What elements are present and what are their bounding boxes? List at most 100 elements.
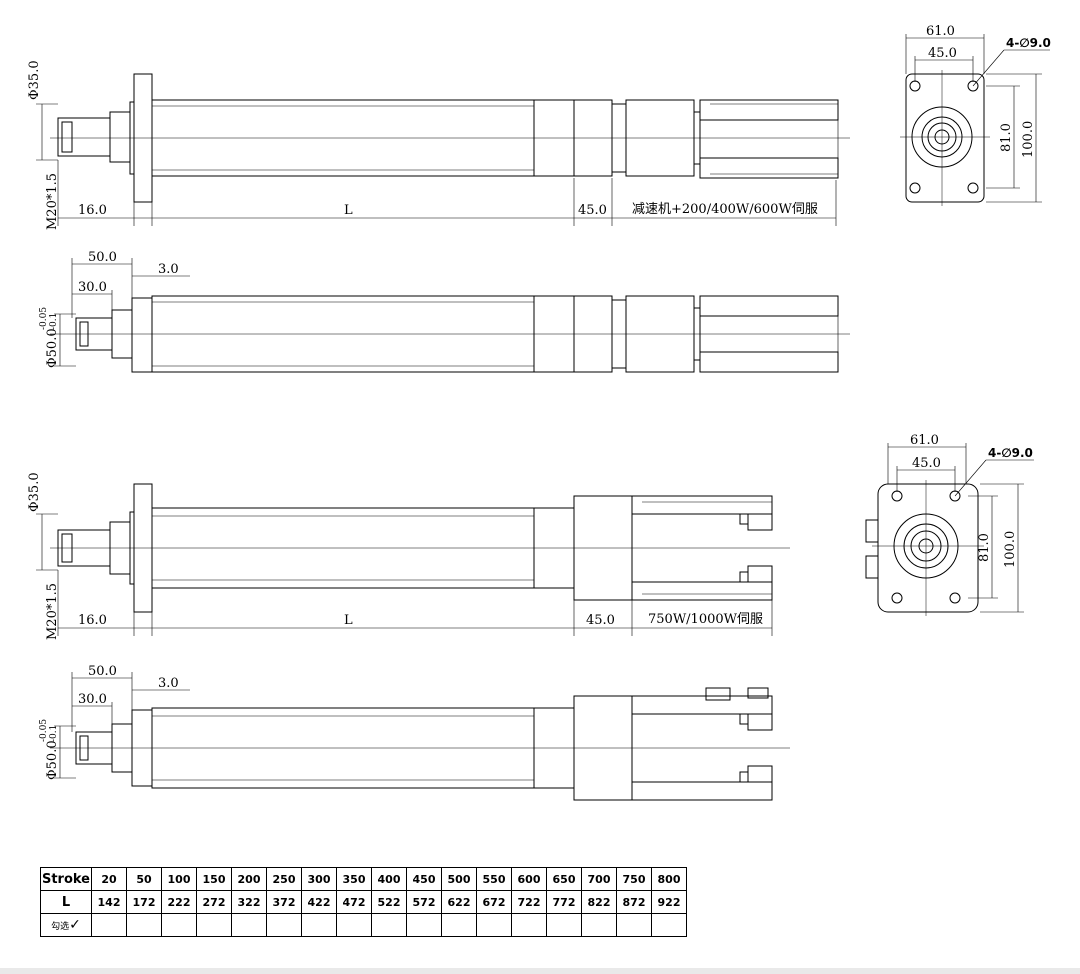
top-end-dim-81: 81.0: [999, 123, 1014, 152]
length-cell: 422: [301, 890, 337, 914]
select-checkbox-cell[interactable]: [91, 913, 127, 937]
bottom-end-view: 61.0 45.0 4-∅9.0 81.0 100.0: [865, 433, 1034, 616]
bottom-end-dim-81: 81.0: [977, 533, 992, 562]
top-plan-dim-3: 3.0: [158, 262, 179, 277]
select-label: 勾选: [51, 922, 70, 932]
table-row-select: 勾选✓: [40, 913, 687, 937]
bottom-plan-dim-50: 50.0: [88, 664, 117, 679]
stroke-cell: 750: [616, 867, 652, 891]
top-plan-dim-30: 30.0: [78, 280, 107, 295]
stroke-cell: 500: [441, 867, 477, 891]
bottom-end-dim-45: 45.0: [912, 456, 941, 471]
top-side-motor-note: 减速机+200/400W/600W伺服: [632, 202, 818, 217]
top-side-dim-16: 16.0: [78, 203, 107, 218]
top-plan-dia-50: Φ50.0: [45, 328, 60, 368]
top-plan-tol-upper: -0.05: [39, 307, 49, 330]
select-checkbox-cell[interactable]: [371, 913, 407, 937]
bottom-side-dim-16: 16.0: [78, 613, 107, 628]
select-checkbox-cell[interactable]: [196, 913, 232, 937]
stroke-cell: 800: [651, 867, 687, 891]
bottom-plan-dia-50: Φ50.0: [45, 740, 60, 780]
bottom-side-dim-45: 45.0: [586, 613, 615, 628]
bottom-plan-dim-3: 3.0: [158, 676, 179, 691]
table-header-stroke: Stroke: [40, 867, 92, 891]
stroke-cell: 600: [511, 867, 547, 891]
length-cell: 822: [581, 890, 617, 914]
select-checkbox-cell[interactable]: [651, 913, 687, 937]
bottom-end-dim-61: 61.0: [910, 433, 939, 448]
top-end-holes: 4-∅9.0: [1006, 36, 1051, 50]
length-cell: 142: [91, 890, 127, 914]
bottom-side-dim-L: L: [344, 613, 353, 628]
length-cell: 522: [371, 890, 407, 914]
table-header-length: L: [40, 890, 92, 914]
bottom-plan-tol-lower: -0.1: [49, 725, 59, 742]
top-plan-tol-lower: -0.1: [49, 313, 59, 330]
bottom-end-dim-100: 100.0: [1003, 531, 1018, 568]
bottom-side-dia-rod: Φ35.0: [27, 472, 42, 512]
length-cell: 172: [126, 890, 162, 914]
stroke-cell: 350: [336, 867, 372, 891]
select-checkbox-cell[interactable]: [231, 913, 267, 937]
bottom-plan-dim-30: 30.0: [78, 692, 107, 707]
top-side-dim-45: 45.0: [578, 203, 607, 218]
stroke-cell: 400: [371, 867, 407, 891]
bottom-side-thread: M20*1.5: [45, 583, 60, 640]
top-side-thread: M20*1.5: [45, 173, 60, 230]
stroke-cell: 250: [266, 867, 302, 891]
top-end-dim-100: 100.0: [1021, 121, 1036, 158]
stroke-cell: 150: [196, 867, 232, 891]
table-row-length: L 142 172 222 272 322 372 422 472 522 57…: [40, 890, 687, 914]
length-cell: 672: [476, 890, 512, 914]
select-checkbox-cell[interactable]: [441, 913, 477, 937]
select-checkbox-cell[interactable]: [476, 913, 512, 937]
bottom-bar: [0, 968, 1080, 974]
select-checkbox-cell[interactable]: [161, 913, 197, 937]
stroke-cell: 300: [301, 867, 337, 891]
length-cell: 272: [196, 890, 232, 914]
stroke-cell: 550: [476, 867, 512, 891]
bottom-plan-tol-upper: -0.05: [39, 719, 49, 742]
length-cell: 372: [266, 890, 302, 914]
top-end-dim-61: 61.0: [926, 24, 955, 39]
stroke-cell: 100: [161, 867, 197, 891]
length-cell: 722: [511, 890, 547, 914]
length-cell: 872: [616, 890, 652, 914]
check-icon: ✓: [69, 917, 81, 933]
select-checkbox-cell[interactable]: [581, 913, 617, 937]
select-checkbox-cell[interactable]: [301, 913, 337, 937]
top-side-dia-rod: Φ35.0: [27, 60, 42, 100]
select-checkbox-cell[interactable]: [336, 913, 372, 937]
select-checkbox-cell[interactable]: [126, 913, 162, 937]
stroke-cell: 450: [406, 867, 442, 891]
stroke-cell: 200: [231, 867, 267, 891]
bottom-side-motor-note: 750W/1000W伺服: [648, 612, 763, 627]
stroke-cell: 20: [91, 867, 127, 891]
length-cell: 472: [336, 890, 372, 914]
length-cell: 772: [546, 890, 582, 914]
bottom-plan-view: 50.0 30.0 3.0 Φ50.0 -0.05 -0.1: [39, 664, 790, 801]
stroke-cell: 650: [546, 867, 582, 891]
select-checkbox-cell[interactable]: [406, 913, 442, 937]
table-header-select: 勾选✓: [40, 913, 92, 937]
top-end-view: 61.0 45.0 4-∅9.0 81.0 100.0: [900, 24, 1051, 206]
length-cell: 622: [441, 890, 477, 914]
top-end-dim-45: 45.0: [928, 46, 957, 61]
top-side-view: Φ35.0 M20*1.5 16.0 L 45.0 减速机+200/400W/6…: [27, 60, 850, 230]
select-checkbox-cell[interactable]: [511, 913, 547, 937]
stroke-length-table: Stroke 20 50 100 150 200 250 300 350 400…: [40, 867, 687, 937]
select-checkbox-cell[interactable]: [266, 913, 302, 937]
length-cell: 322: [231, 890, 267, 914]
top-plan-dim-50: 50.0: [88, 250, 117, 265]
length-cell: 222: [161, 890, 197, 914]
bottom-side-view: Φ35.0 M20*1.5 16.0 L 45.0 750W/1000W伺服: [27, 472, 790, 640]
table-row-stroke: Stroke 20 50 100 150 200 250 300 350 400…: [40, 867, 687, 891]
stroke-cell: 700: [581, 867, 617, 891]
top-plan-view: 50.0 30.0 3.0 Φ50.0 -0.05 -0.1: [39, 250, 850, 373]
select-checkbox-cell[interactable]: [616, 913, 652, 937]
length-cell: 572: [406, 890, 442, 914]
top-side-dim-L: L: [344, 203, 353, 218]
select-checkbox-cell[interactable]: [546, 913, 582, 937]
bottom-end-holes: 4-∅9.0: [988, 446, 1033, 460]
